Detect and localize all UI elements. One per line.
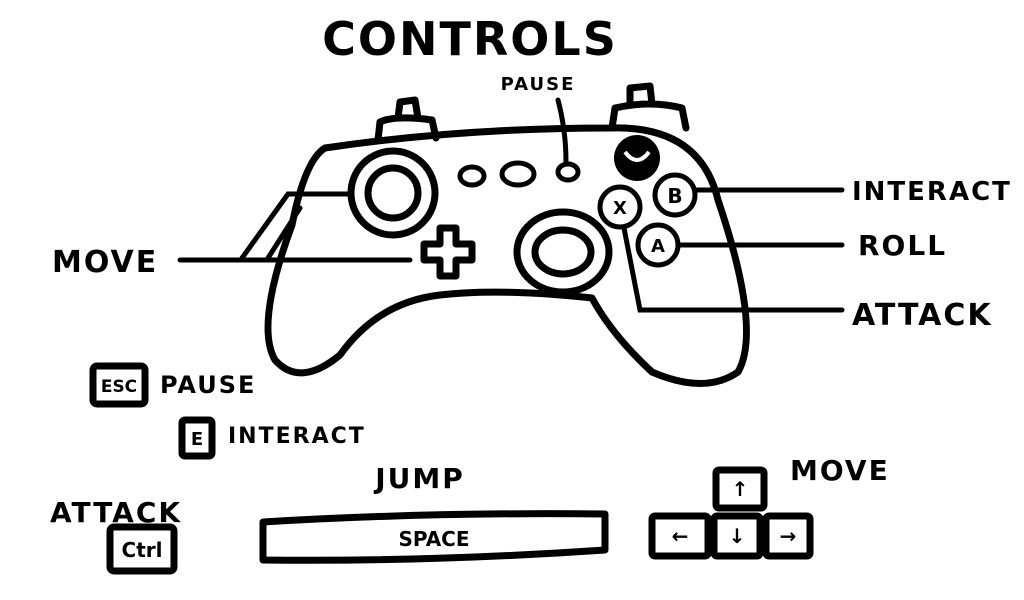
left-arrow-key — [648, 512, 712, 560]
button-a-label: A — [651, 236, 665, 257]
right-arrow-key — [762, 512, 814, 560]
esc-key-label: ESC — [101, 377, 137, 397]
space-key — [259, 510, 609, 564]
gamepad-body — [264, 124, 750, 387]
button-x — [597, 184, 643, 230]
keyboard-move-label: MOVE — [790, 454, 890, 487]
logo-icon — [623, 150, 651, 162]
keyboard-controls: ESC PAUSE E INTERACT ATTACK Ctrl JUMP SP… — [50, 362, 890, 575]
right-arrow-icon: → — [780, 524, 797, 548]
button-b — [652, 172, 698, 218]
e-key — [178, 416, 216, 460]
button-x-label: X — [613, 198, 627, 219]
gamepad-attack-label: ATTACK — [852, 298, 993, 333]
left-stick-base — [347, 147, 439, 239]
pause-pointer — [555, 97, 569, 165]
space-key-label: SPACE — [398, 527, 469, 551]
left-arrow-icon: ← — [672, 524, 689, 548]
left-stick — [364, 164, 422, 222]
keyboard-jump-label: JUMP — [373, 462, 465, 495]
esc-key — [89, 362, 149, 408]
up-arrow-key — [712, 466, 768, 512]
ctrl-key-label: Ctrl — [122, 538, 163, 562]
pause-button — [555, 161, 581, 183]
gamepad-move-label: MOVE — [52, 245, 158, 280]
gamepad-pause-label: PAUSE — [501, 74, 576, 95]
e-key-label: E — [191, 429, 203, 450]
page-title: CONTROLS — [322, 12, 618, 66]
gamepad-roll-label: ROLL — [858, 229, 947, 262]
down-arrow-key — [710, 512, 764, 560]
button-b-label: B — [667, 184, 682, 208]
right-stick-base — [513, 208, 613, 296]
dpad-icon — [420, 224, 476, 280]
left-trigger — [374, 96, 440, 144]
ctrl-key — [106, 523, 178, 575]
move-pointer — [177, 191, 413, 263]
gamepad: B X A PAUSE INTERACT ROLL ATTACK MOVE — [52, 74, 1012, 387]
select-button — [457, 164, 487, 188]
gamepad-interact-label: INTERACT — [852, 177, 1012, 207]
attack-pointer — [621, 225, 845, 313]
right-stick — [531, 226, 595, 278]
right-trigger — [608, 82, 690, 132]
keyboard-interact-label: INTERACT — [228, 424, 366, 449]
down-arrow-icon: ↓ — [729, 524, 746, 548]
menu-button — [499, 160, 537, 188]
keyboard-pause-label: PAUSE — [160, 371, 256, 399]
up-arrow-icon: ↑ — [732, 477, 749, 501]
